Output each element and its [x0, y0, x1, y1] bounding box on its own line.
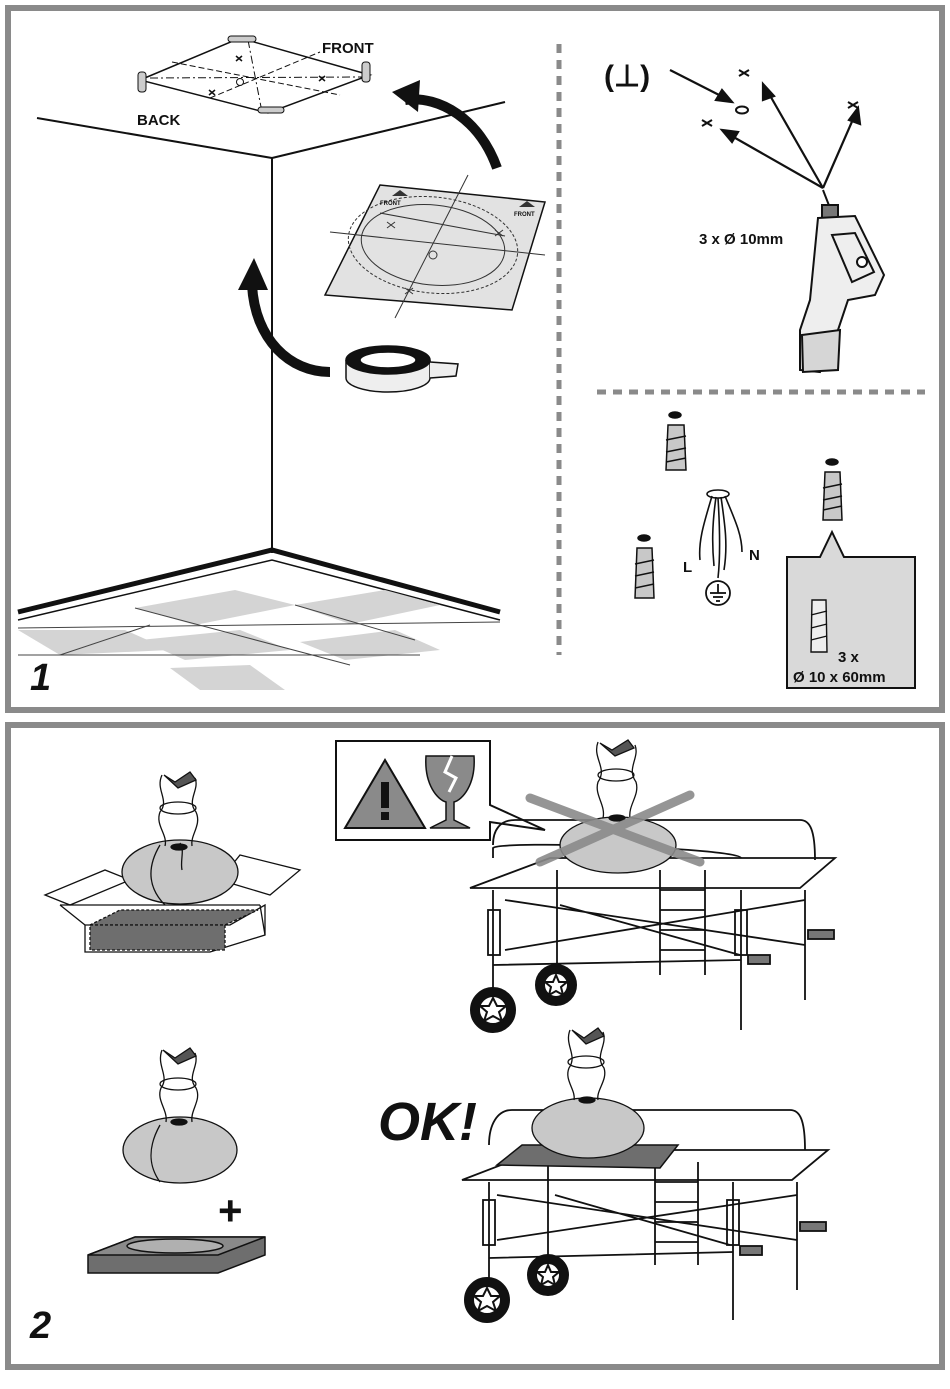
wall-plug-icon	[811, 600, 827, 652]
ok-label: OK!	[378, 1092, 477, 1152]
plugs-count-label: 3 x	[838, 649, 860, 666]
step-number-2: 2	[29, 1305, 51, 1347]
plugs-spec-label: Ø 10 x 60mm	[793, 669, 886, 686]
plus-symbol: +	[218, 1187, 243, 1234]
neutral-label: N	[749, 547, 760, 564]
panel-2: + OK!	[8, 725, 942, 1367]
live-label: L	[683, 559, 692, 576]
panel-1: FRONT BACK FRONT FRONT	[8, 8, 942, 710]
paper-front-right-label: FRONT	[514, 212, 535, 218]
front-label: FRONT	[322, 40, 374, 57]
ceiling-symbol: (⊥)	[604, 60, 650, 93]
drill-spec-label: 3 x Ø 10mm	[699, 231, 783, 248]
step-number-1: 1	[30, 657, 51, 699]
back-label: BACK	[137, 112, 180, 129]
paper-front-left-label: FRONT	[380, 201, 401, 207]
